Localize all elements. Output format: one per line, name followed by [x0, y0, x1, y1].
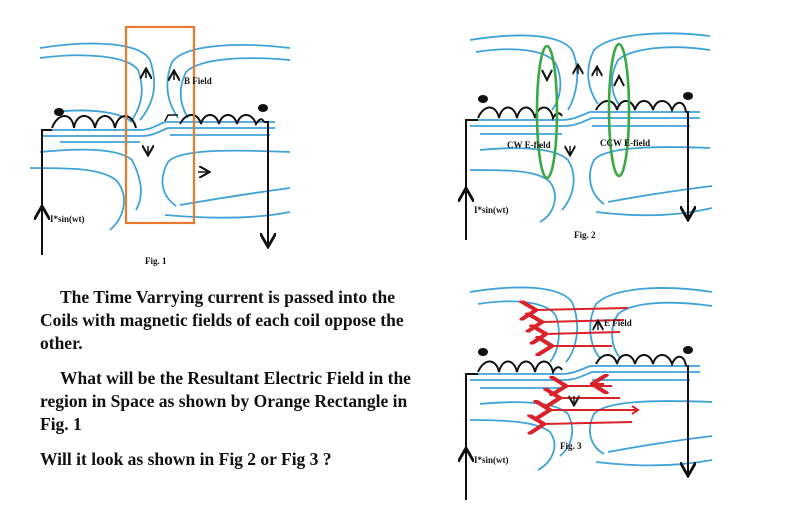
figure-2: CW E-field CCW E-field I*sin(wt) Fig. 2: [466, 32, 713, 240]
e-field-label: E Field: [604, 318, 632, 328]
ccw-label: CCW E-field: [600, 138, 650, 148]
field-lines: [29, 42, 291, 231]
figure-1: B Field I*sin(wt) Fig. 1: [29, 25, 291, 266]
field-lines: [469, 32, 713, 223]
fig3-caption: Fig. 3: [560, 441, 582, 451]
cw-arrow-icon: [541, 69, 553, 83]
source-label: I*sin(wt): [474, 455, 509, 465]
coil-terminal: [54, 108, 64, 116]
question-para-3: Will it look as shown in Fig 2 or Fig 3 …: [40, 449, 332, 469]
cw-label: CW E-field: [507, 140, 551, 150]
field-lines: [469, 286, 713, 471]
e-field-right-arrows: [586, 384, 640, 415]
left-coil: [51, 115, 137, 129]
fig1-caption: Fig. 1: [145, 256, 167, 266]
question-text: The Time Varrying current is passed into…: [40, 286, 420, 471]
question-para-1: The Time Varrying current is passed into…: [40, 287, 404, 353]
question-para-2: What will be the Resultant Electric Fiel…: [40, 368, 411, 434]
coil-terminal: [258, 104, 268, 112]
figure-3: E Field I*sin(wt) Fig. 3: [466, 286, 713, 500]
cw-loop: [535, 44, 559, 180]
right-coil: [179, 114, 265, 127]
fig2-caption: Fig. 2: [574, 230, 596, 240]
source-label: I*sin(wt): [50, 214, 85, 224]
ccw-arrow-icon: [613, 73, 625, 87]
ccw-loop: [607, 42, 631, 178]
current-arrow-down: [264, 121, 268, 245]
b-field-label: B Field: [184, 76, 212, 86]
orange-rectangle: [124, 25, 196, 225]
source-label: I*sin(wt): [474, 205, 509, 215]
